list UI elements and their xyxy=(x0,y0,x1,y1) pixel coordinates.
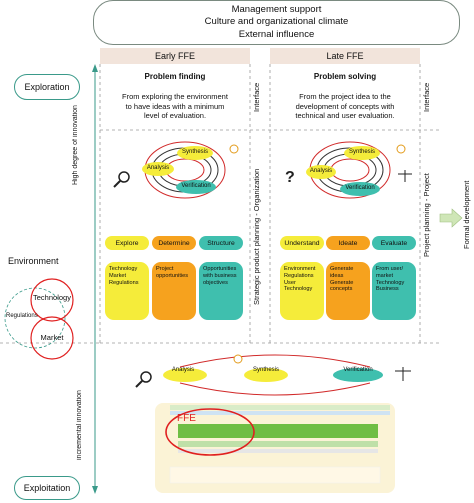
incremental-innovation-label: incremental innovation xyxy=(76,389,83,461)
bottom-synthesis-label: Synthesis xyxy=(252,367,279,373)
early-cycle-diagram xyxy=(113,141,239,199)
early-description: From exploring the environment to have i… xyxy=(102,92,248,121)
late-desc-line3: technical and user evaluation. xyxy=(295,111,395,120)
interface-label-1: Interface xyxy=(252,82,261,112)
late-analysis-label: Analysis xyxy=(309,168,333,174)
late-verification-label: Verification xyxy=(345,185,375,191)
analysis-node xyxy=(142,162,174,176)
synthesis-node xyxy=(177,146,213,160)
question-mark-icon: ? xyxy=(285,169,295,186)
understand-pill: Understand xyxy=(280,236,324,250)
lightbulb-icon xyxy=(233,354,243,364)
early-ffe-header: Early FFE xyxy=(100,48,250,64)
market-label: Market xyxy=(40,333,64,342)
ffe-highlight-circle xyxy=(165,408,255,456)
verification-node xyxy=(176,180,216,194)
late-description: From the project idea to the development… xyxy=(272,92,418,121)
project-planning-label: Project planning - Project xyxy=(422,173,431,257)
strategic-planning-label: Strategic product planning - Organizatio… xyxy=(252,168,261,306)
formal-development-label: Formal development xyxy=(462,180,471,250)
high-innovation-label: High degree of innovation xyxy=(72,105,79,185)
early-desc-line1: From exploring the environment xyxy=(122,92,228,101)
late-synthesis-label: Synthesis xyxy=(348,149,375,155)
structure-pill: Structure xyxy=(199,236,243,250)
ffe-label: FFE xyxy=(177,413,196,424)
lightbulb-icon xyxy=(396,144,406,154)
evaluate-pill: Evaluate xyxy=(372,236,416,250)
late-cycle-diagram: ? xyxy=(285,141,412,199)
roadmap-bar xyxy=(178,424,378,438)
magnifier-icon xyxy=(118,171,130,183)
context-box: Management support Culture and organizat… xyxy=(93,0,460,45)
regulations-label: Regulations xyxy=(6,313,38,319)
late-desc-line2: development of concepts with xyxy=(295,101,395,111)
early-desc-line3: level of evaluation. xyxy=(143,111,207,120)
early-synthesis-label: Synthesis xyxy=(181,149,208,155)
early-desc-line2: to have ideas with a minimum xyxy=(125,101,225,111)
exploration-bubble: Exploration xyxy=(14,74,80,100)
determine-pill: Determine xyxy=(152,236,196,250)
culture-text: Culture and organizational climate xyxy=(204,16,349,28)
early-analysis-label: Analysis xyxy=(146,165,170,171)
external-influence-text: External influence xyxy=(238,28,315,40)
bottom-analysis-label: Analysis xyxy=(171,367,195,373)
interface-label-2: Interface xyxy=(422,82,431,112)
problem-finding-title: Problem finding xyxy=(144,72,206,81)
technology-label: Technology xyxy=(33,293,71,302)
explore-pill: Explore xyxy=(105,236,149,250)
management-support-text: Management support xyxy=(231,3,322,15)
ideate-pill: Ideate xyxy=(326,236,370,250)
early-verification-label: Verification xyxy=(181,183,211,189)
late-desc-line1: From the project idea to the xyxy=(299,92,391,101)
environment-label: Environment xyxy=(8,256,59,266)
late-ffe-header: Late FFE xyxy=(270,48,420,64)
lightbulb-icon xyxy=(229,144,239,154)
magnifier-icon xyxy=(140,371,152,383)
bottom-flow-diagram xyxy=(135,354,411,493)
problem-solving-title: Problem solving xyxy=(313,72,377,81)
exploitation-bubble: Exploitation xyxy=(14,476,80,500)
bottom-verification-label: Verification xyxy=(343,367,373,373)
